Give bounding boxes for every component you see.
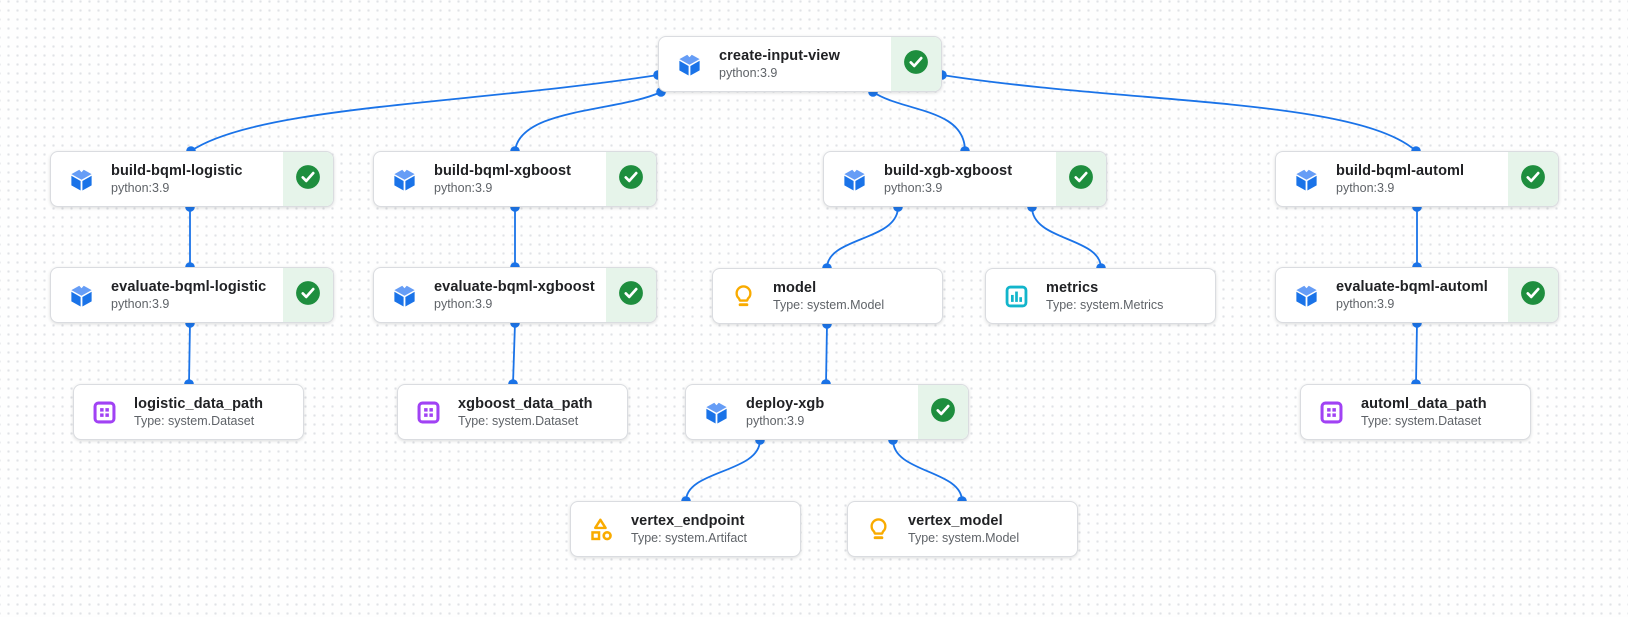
node-subtitle: Type: system.Dataset — [1361, 413, 1482, 428]
cube-icon — [676, 51, 703, 78]
cube-icon — [391, 282, 418, 309]
node-title: build-xgb-xgboost — [884, 162, 1013, 179]
edge-build-xgb-xgboost-to-metrics — [1031, 206, 1102, 269]
edge-deploy-xgb-to-vertex_model — [892, 439, 963, 502]
node-subtitle: python:3.9 — [719, 65, 778, 80]
metrics-icon — [1003, 283, 1030, 310]
cube-icon — [1293, 166, 1320, 193]
cube-icon — [391, 166, 418, 193]
status-succeeded-badge — [1056, 152, 1106, 206]
node-subtitle: python:3.9 — [111, 296, 170, 311]
node-title: model — [773, 279, 817, 296]
check-circle-icon — [618, 164, 644, 195]
status-succeeded-badge — [283, 152, 333, 206]
node-title: build-bqml-xgboost — [434, 162, 572, 179]
node-subtitle: Type: system.Dataset — [134, 413, 255, 428]
node-subtitle: Type: system.Artifact — [631, 530, 748, 545]
node-title: evaluate-bqml-automl — [1336, 278, 1488, 295]
node-title: build-bqml-automl — [1336, 162, 1465, 179]
node-title: build-bqml-logistic — [111, 162, 243, 179]
lightbulb-icon — [730, 283, 757, 310]
node-title: create-input-view — [719, 47, 840, 64]
edge-create-input-view-to-build-bqml-automl — [941, 74, 1417, 152]
check-circle-icon — [295, 164, 321, 195]
node-title: vertex_endpoint — [631, 512, 745, 529]
edge-deploy-xgb-to-vertex_endpoint — [685, 439, 761, 502]
node-title: vertex_model — [908, 512, 1003, 529]
check-circle-icon — [618, 280, 644, 311]
cube-icon — [841, 166, 868, 193]
node-subtitle: Type: system.Metrics — [1046, 297, 1164, 312]
node-subtitle: python:3.9 — [884, 180, 943, 195]
node-subtitle: Type: system.Model — [908, 530, 1020, 545]
node-title: evaluate-bqml-xgboost — [434, 278, 595, 295]
check-circle-icon — [903, 49, 929, 80]
node-subtitle: Type: system.Dataset — [458, 413, 579, 428]
edge-evaluate-bqml-logistic-to-logistic_data_path — [188, 322, 191, 385]
node-subtitle: Type: system.Model — [773, 297, 885, 312]
status-succeeded-badge — [283, 268, 333, 322]
check-circle-icon — [930, 397, 956, 428]
node-subtitle: python:3.9 — [1336, 180, 1395, 195]
dataset-icon — [91, 399, 118, 426]
status-succeeded-badge — [1508, 152, 1558, 206]
status-succeeded-badge — [891, 37, 941, 91]
node-title: logistic_data_path — [134, 395, 264, 412]
node-title: automl_data_path — [1361, 395, 1487, 412]
check-circle-icon — [295, 280, 321, 311]
cube-icon — [703, 399, 730, 426]
edge-model-to-deploy-xgb — [825, 323, 828, 385]
cube-icon — [68, 282, 95, 309]
shapes-icon — [588, 516, 615, 543]
status-succeeded-badge — [918, 385, 968, 439]
node-subtitle: python:3.9 — [111, 180, 170, 195]
node-title: metrics — [1046, 279, 1099, 296]
edge-create-input-view-to-build-bqml-logistic — [190, 74, 659, 152]
edge-evaluate-bqml-xgboost-to-xgboost_data_path — [512, 322, 516, 385]
check-circle-icon — [1520, 164, 1546, 195]
edge-build-xgb-xgboost-to-model — [826, 206, 899, 269]
node-subtitle: python:3.9 — [746, 413, 805, 428]
node-title: xgboost_data_path — [458, 395, 593, 412]
dataset-icon — [1318, 399, 1345, 426]
edge-create-input-view-to-build-bqml-xgboost — [514, 91, 662, 152]
node-title: evaluate-bqml-logistic — [111, 278, 267, 295]
lightbulb-icon — [865, 516, 892, 543]
status-succeeded-badge — [606, 268, 656, 322]
node-subtitle: python:3.9 — [434, 180, 493, 195]
node-title: deploy-xgb — [746, 395, 825, 412]
dataset-icon — [415, 399, 442, 426]
node-subtitle: python:3.9 — [1336, 296, 1395, 311]
edge-evaluate-bqml-automl-to-automl_data_path — [1415, 322, 1418, 385]
check-circle-icon — [1068, 164, 1094, 195]
status-succeeded-badge — [606, 152, 656, 206]
cube-icon — [1293, 282, 1320, 309]
node-subtitle: python:3.9 — [434, 296, 493, 311]
status-succeeded-badge — [1508, 268, 1558, 322]
cube-icon — [68, 166, 95, 193]
check-circle-icon — [1520, 280, 1546, 311]
edge-create-input-view-to-build-xgb-xgboost — [872, 91, 966, 152]
